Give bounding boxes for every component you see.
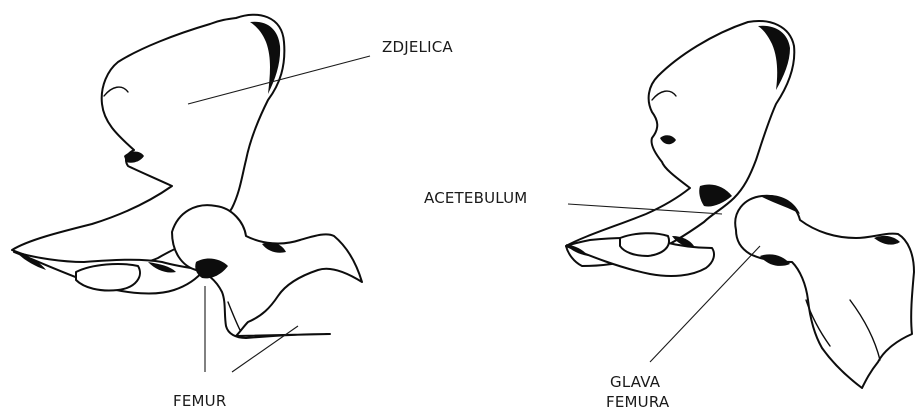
left-hip-illustration xyxy=(12,15,362,338)
label-zdjelica: ZDJELICA xyxy=(382,38,453,56)
label-glava-line1: GLAVA xyxy=(610,373,661,391)
right-obturator-foramen xyxy=(620,233,669,256)
right-hip-illustration xyxy=(566,21,914,388)
right-femur-outline xyxy=(735,196,914,388)
label-glava-line2: FEMURA xyxy=(606,393,670,411)
left-obturator-foramen xyxy=(76,264,140,291)
label-acetebulum: ACETEBULUM xyxy=(424,189,527,207)
label-femur: FEMUR xyxy=(173,392,226,410)
femur-leader-line-2 xyxy=(232,326,298,372)
